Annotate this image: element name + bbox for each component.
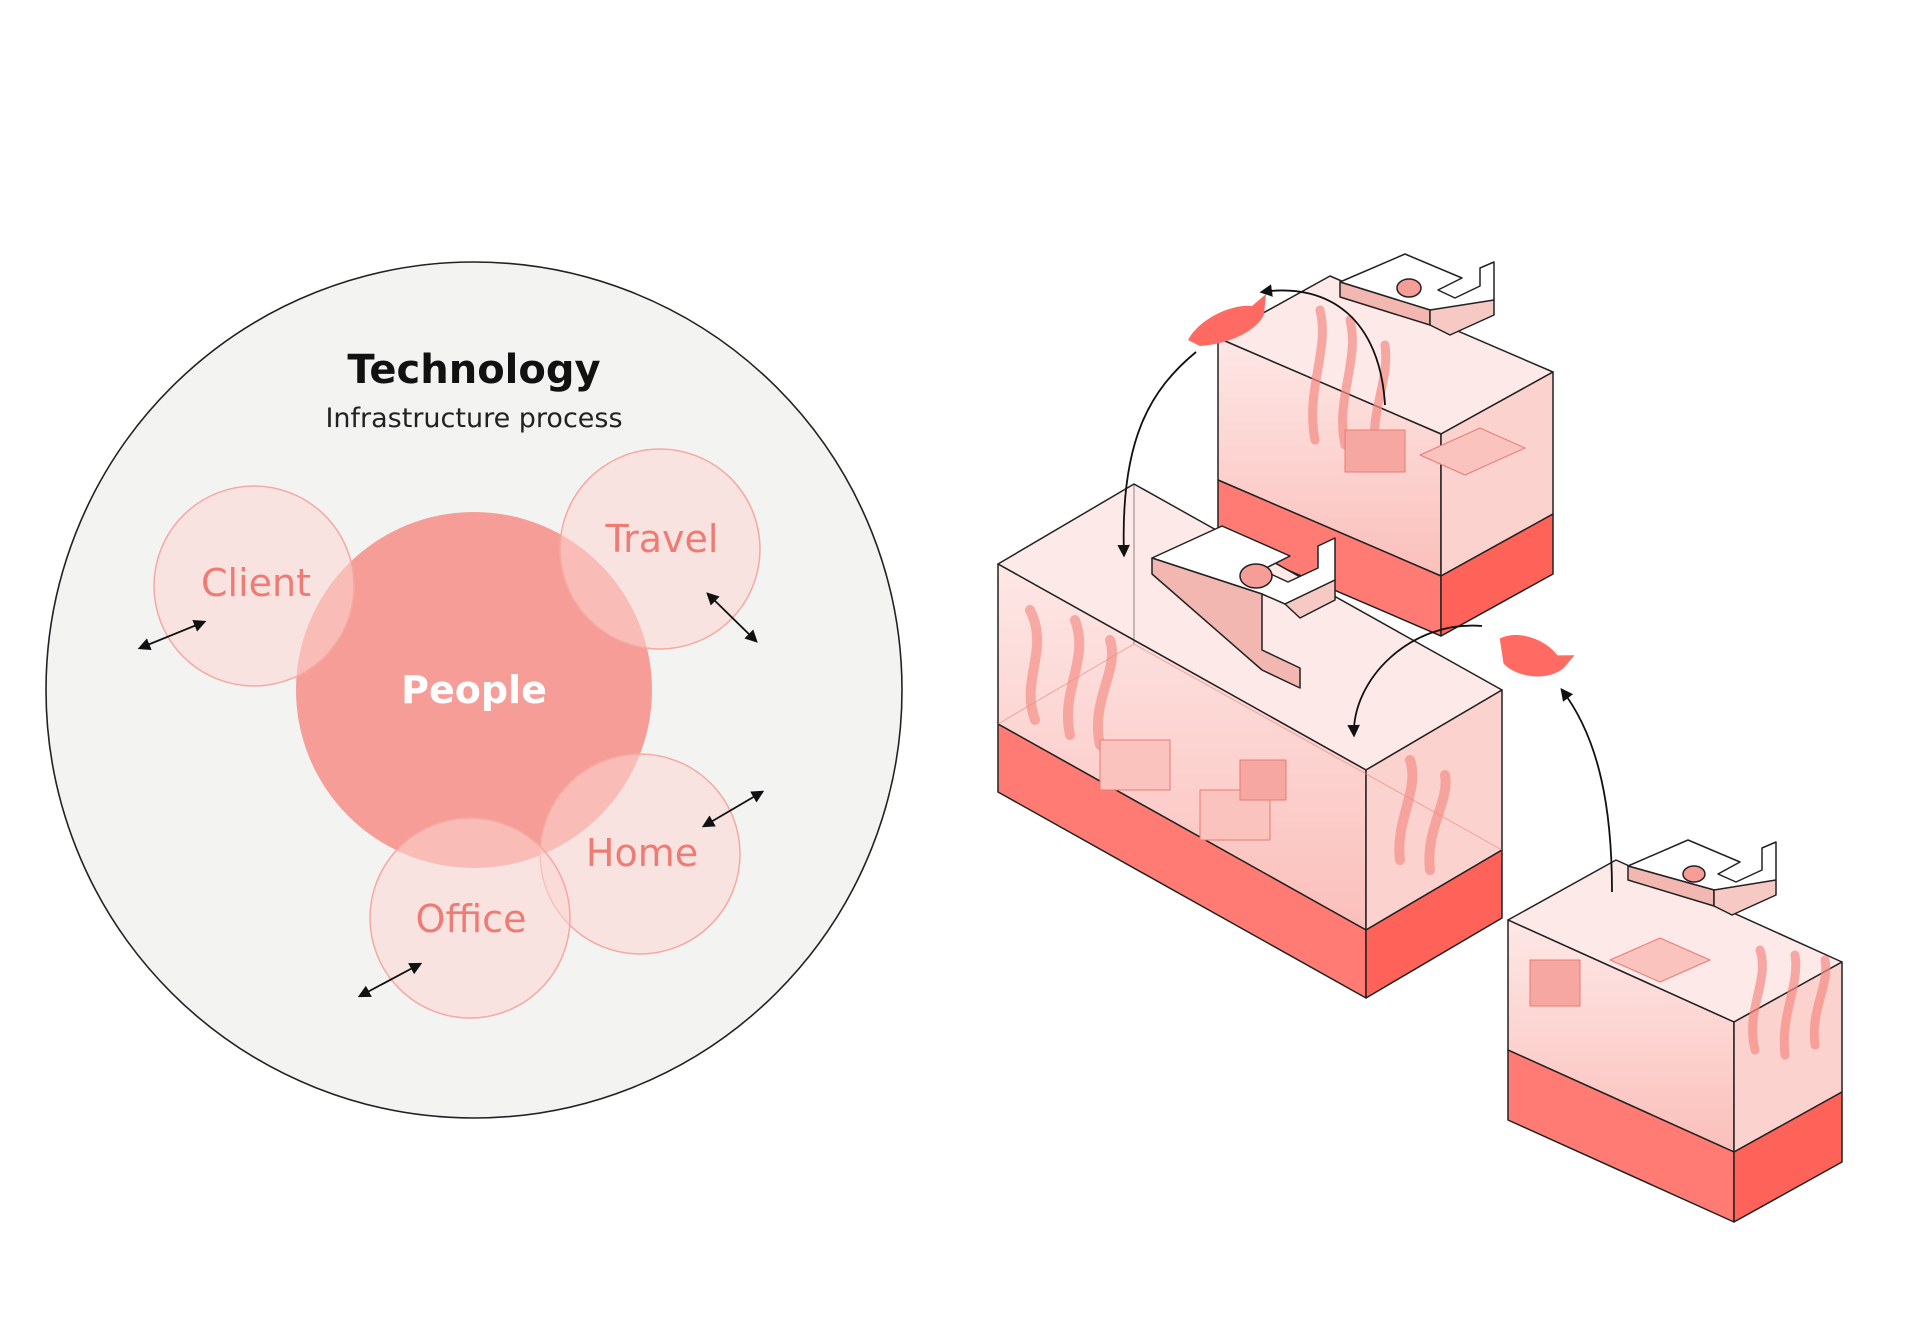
fish-icon <box>1499 635 1575 677</box>
periscope-icon <box>1627 839 1777 916</box>
office-double-arrow-icon <box>357 962 423 998</box>
venn-diagram: Technology Infrastructure process People… <box>45 261 903 1119</box>
flow-arrow-icon <box>1259 284 1386 406</box>
isometric-illustration <box>997 253 1843 1223</box>
technology-title: Technology <box>347 347 600 393</box>
people-circle <box>296 512 652 868</box>
periscope-icon <box>1339 253 1495 336</box>
people-label: People <box>401 668 547 712</box>
client-label: Client <box>201 561 311 605</box>
client-double-arrow-icon <box>137 619 207 651</box>
home-label: Home <box>586 831 698 875</box>
flow-arrow-icon <box>1347 624 1483 738</box>
fish-icon <box>1188 294 1266 346</box>
technology-subtitle: Infrastructure process <box>325 403 622 434</box>
office-label: Office <box>416 897 527 941</box>
periscope-icon <box>1151 525 1336 689</box>
tank-top <box>1217 275 1554 637</box>
tank-bottom <box>1507 859 1843 1223</box>
flow-arrow-icon <box>1117 351 1197 558</box>
flow-arrow-icon <box>1560 687 1613 893</box>
home-double-arrow-icon <box>701 790 765 828</box>
travel-double-arrow-icon <box>706 592 758 643</box>
travel-label: Travel <box>605 517 719 561</box>
